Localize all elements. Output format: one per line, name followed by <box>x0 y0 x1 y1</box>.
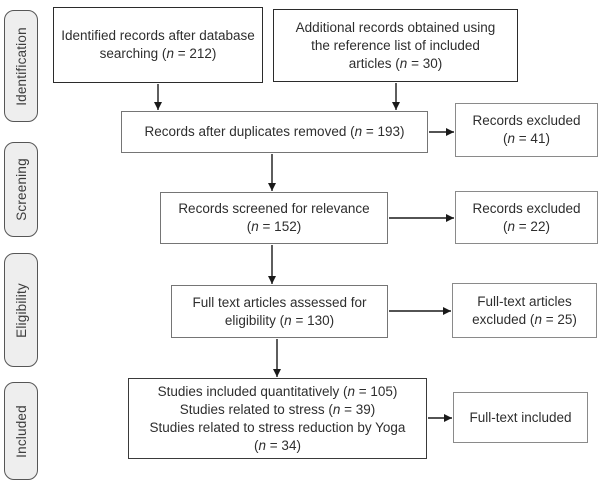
box-additional-records-line-3: articles (n = 30) <box>348 55 443 71</box>
box-records-screened: Records screened for relevance (n = 152) <box>160 192 388 244</box>
box-fulltext-assessed: Full text articles assessed for eligibil… <box>171 285 388 338</box>
box-records-screened-line-1: Records screened for relevance <box>178 201 370 216</box>
box-studies-included-line-3: Studies related to stress reduction by Y… <box>149 419 406 435</box>
stage-screening: Screening <box>4 142 38 237</box>
stage-identification: Identification <box>4 10 38 122</box>
box-duplicates-removed: Records after duplicates removed (n = 19… <box>121 111 428 153</box>
box-fulltext-excluded-line-1: Full-text articles <box>477 293 572 309</box>
box-duplicates-removed-line-1: Records after duplicates removed (n = 19… <box>144 124 405 139</box>
stage-included-label: Included <box>13 404 29 458</box>
box-records-excluded-22-line-1: Records excluded <box>472 200 581 216</box>
box-studies-included-line-1: Studies included quantitatively (n = 105… <box>157 383 398 399</box>
box-fulltext-included-line-1: Full-text included <box>469 409 572 425</box>
box-records-excluded-41-line-2: (n = 41) <box>503 131 550 146</box>
box-fulltext-included: Full-text included <box>453 392 588 443</box>
box-studies-included: Studies included quantitatively (n = 105… <box>128 378 427 459</box>
box-records-screened-line-2: (n = 152) <box>246 219 302 234</box>
stage-screening-label: Screening <box>13 158 29 221</box>
box-identified-records: Identified records after database search… <box>53 7 263 83</box>
box-records-excluded-22: Records excluded (n = 22) <box>455 191 598 244</box>
stage-eligibility: Eligibility <box>4 253 38 367</box>
box-additional-records-line-1: Additional records obtained using <box>295 19 496 35</box>
box-identified-records-line-2: searching (n = 212) <box>99 46 217 61</box>
box-records-excluded-41-line-1: Records excluded <box>472 113 581 128</box>
box-records-excluded-22-line-2: (n = 22) <box>503 218 550 234</box>
box-fulltext-excluded: Full-text articles excluded (n = 25) <box>452 283 597 338</box>
box-fulltext-assessed-line-2: eligibility (n = 130) <box>224 312 335 328</box>
stage-eligibility-label: Eligibility <box>13 282 29 338</box>
box-fulltext-excluded-line-2: excluded (n = 25) <box>472 311 577 327</box>
box-additional-records-line-2: the reference list of included <box>311 37 480 53</box>
box-identified-records-line-1: Identified records after database <box>61 28 255 43</box>
box-studies-included-line-2: Studies related to stress (n = 39) <box>179 401 376 417</box>
box-records-excluded-41: Records excluded (n = 41) <box>455 103 598 157</box>
box-fulltext-assessed-line-1: Full text articles assessed for <box>192 294 367 310</box>
box-studies-included-line-4: (n = 34) <box>254 437 301 453</box>
stage-included: Included <box>4 382 38 480</box>
box-additional-records: Additional records obtained using the re… <box>273 9 518 82</box>
stage-identification-label: Identification <box>13 26 29 106</box>
